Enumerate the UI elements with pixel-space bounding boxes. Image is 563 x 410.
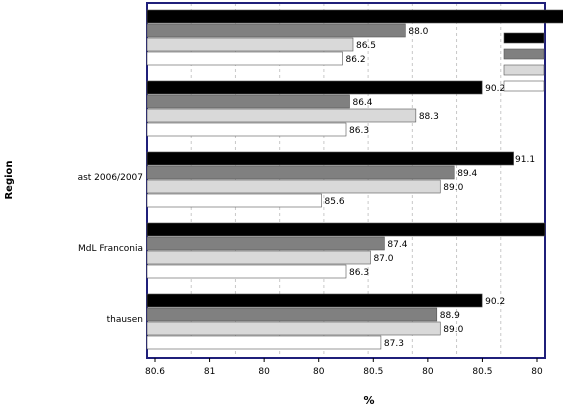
data-label: 89.4 [457,169,477,179]
x-tick-label: 81 [204,367,215,377]
x-tick-label: 80 [258,367,270,377]
bar [146,23,406,38]
y-axis-title: Region [4,160,15,199]
bar [146,250,371,265]
bar [146,179,441,194]
legend-swatch [503,80,545,92]
bar [146,321,441,336]
bar-group [146,9,563,350]
bar [146,165,455,180]
x-tick-group: 80.6 81 80 80 80.5 80 80.5 80 [145,358,543,377]
legend-swatch [503,48,545,60]
data-label: 89.0 [443,183,463,193]
data-label: 90.2 [485,297,505,307]
legend-swatch [503,64,545,76]
bar [146,108,417,123]
data-label: 87.0 [373,254,393,264]
bar [146,80,483,95]
category-label: ast 2006/2007 [78,173,143,183]
bar [146,335,382,350]
x-axis-title: % [363,394,374,407]
bar [146,264,347,279]
data-label: 86.4 [352,98,372,108]
data-label: 92.0 [515,226,535,236]
legend-swatch [503,32,545,44]
x-tick-label: 80.6 [145,367,165,377]
bar [146,193,322,208]
x-tick-label: 80 [531,367,543,377]
data-label: 86.5 [356,41,376,51]
data-label: 87.4 [387,240,407,250]
data-label: 88.9 [440,311,460,321]
value-label-group: 95.5 88.0 86.5 86.2 90.2 86.4 88.3 86.3 91.1 89.4… [325,13,536,349]
legend [503,32,545,92]
bar [146,51,343,66]
category-label: MdL Franconia [78,244,143,254]
x-tick-label: 80.5 [472,367,492,377]
data-label: 88.0 [408,27,428,37]
x-tick-label: 80.5 [363,367,383,377]
data-label: 85.6 [325,197,345,207]
data-label: 87.3 [384,339,404,349]
data-label: 95.5 [515,13,535,23]
data-label: 86.2 [346,55,366,65]
category-label: thausen [107,315,143,325]
data-label: 90.2 [485,84,505,94]
x-tick-label: 80 [313,367,325,377]
bar [146,9,563,24]
bar [146,37,354,52]
bar [146,293,483,308]
bar [146,94,350,109]
bar [146,151,514,166]
bar [146,307,438,322]
data-label: 91.1 [515,155,535,165]
data-label: 88.3 [419,112,439,122]
data-label: 89.0 [443,325,463,335]
bar [146,236,385,251]
x-tick-label: 80 [422,367,434,377]
bar [146,222,546,237]
data-label: 86.3 [349,268,369,278]
data-label: 86.3 [349,126,369,136]
bar [146,122,347,137]
